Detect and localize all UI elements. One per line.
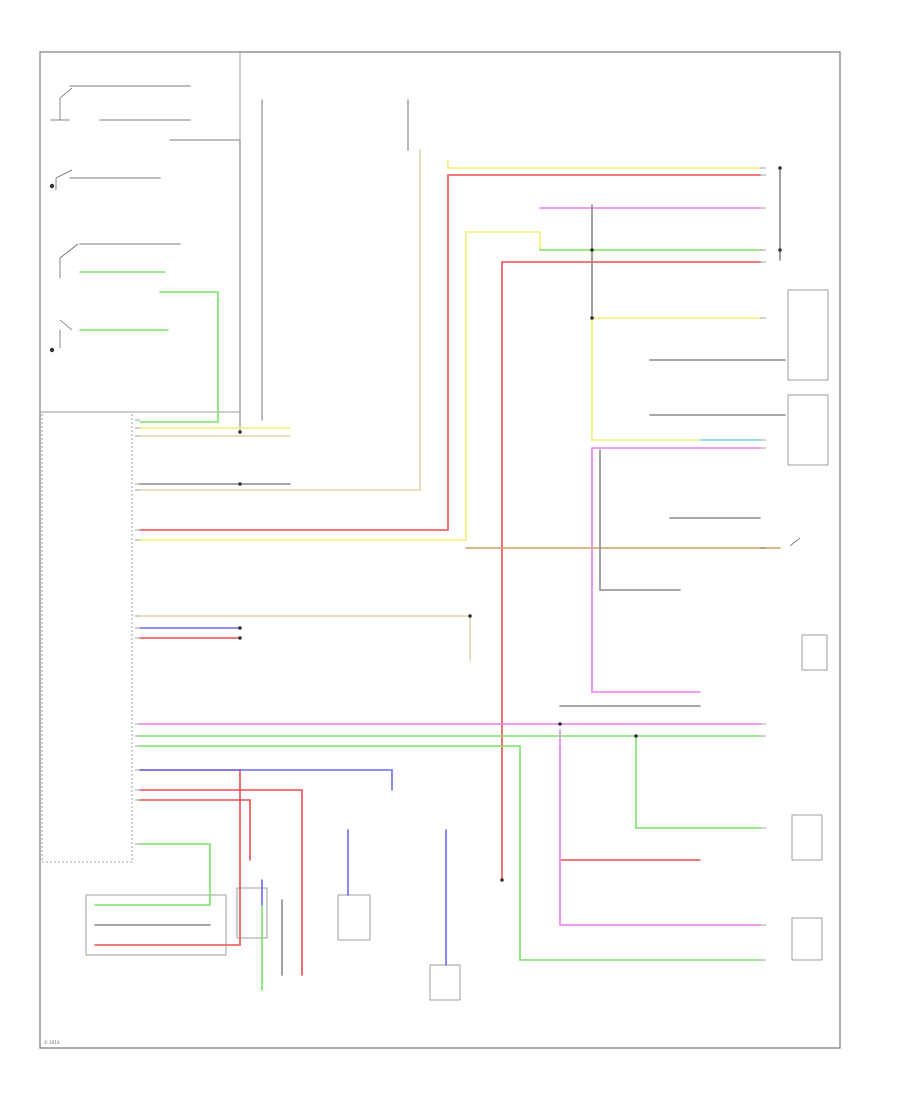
switch-icon-3 [59,243,79,278]
pin-column-left [135,419,140,845]
green-wire-6 [139,745,761,961]
page-number-text: © 2014 [44,1040,60,1045]
switch-icon-2 [55,169,73,190]
body-control-module-box [41,411,133,863]
junction-dot-13 [778,166,782,170]
pink-wire-3 [591,447,701,693]
trunk-latch-box [429,964,461,1001]
red-wire-1 [139,174,761,531]
green-wire-8 [94,843,211,906]
lock-unit-box [791,917,823,961]
yellow-wire-2 [447,159,761,169]
power-window-switch-box [787,289,829,381]
pink-wire-5 [559,729,761,926]
green-wire-7 [635,735,761,829]
switch-icon-1 [50,87,73,121]
junction-dot-3 [590,248,594,252]
junction-dot-10 [49,183,55,189]
junction-dot-7 [558,722,562,726]
junction-dot-2 [238,482,242,486]
junction-dot-1 [238,430,242,434]
yellow-wire-3 [139,231,761,541]
junction-dot-12 [500,878,504,882]
red-wire-2 [501,261,761,881]
junction-dot-9 [238,636,242,640]
switch-icon-4 [59,319,73,348]
yellow-wire-5 [591,317,761,441]
lock-switch-box [801,634,828,671]
green-wire-2 [139,291,219,423]
junction-dot-8 [238,626,242,630]
junction-dot-5 [468,614,472,618]
red-wire-5 [139,799,251,861]
switch-icon-5 [789,537,801,547]
diagram-border [39,51,841,1049]
junction-dot-6 [634,734,638,738]
junction-dot-11 [49,347,55,353]
power-window-motor-box [787,394,829,466]
junction-dot-14 [778,248,782,252]
upper-left-module-box [39,51,241,413]
connector-box-lower [236,887,268,939]
junction-dot-4 [590,316,594,320]
key-switch-box [337,894,371,941]
tan-wire-1 [139,149,421,491]
lower-left-module-box [85,894,227,956]
blue-wire-2 [139,769,393,791]
wire-top-3 [169,139,241,433]
door-lock-actuator-box [791,814,823,861]
gray-wire-9 [599,449,681,591]
red-wire-3 [94,769,241,946]
pin-column-right [760,167,766,961]
red-wire-4 [139,789,303,976]
